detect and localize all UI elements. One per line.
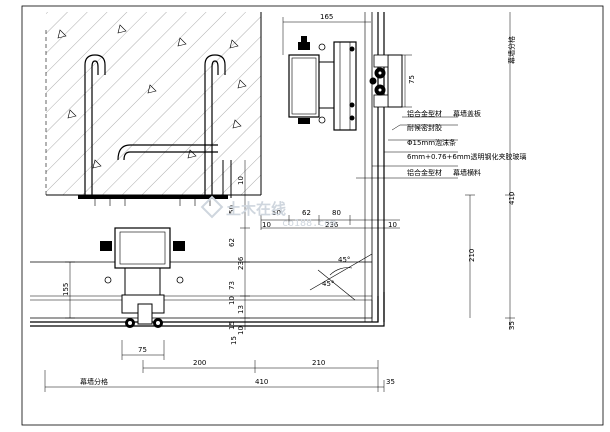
watermark-sub: co188.com — [282, 218, 336, 229]
dim-bottom-35: 35 — [386, 378, 395, 386]
watermark-main: 土木在线 — [226, 200, 286, 218]
dim-v-10b: 10 — [228, 296, 236, 305]
dim-v-15: 15 — [228, 321, 236, 330]
annotation-sealant: 耐候密封胶 — [407, 123, 442, 132]
dim-bottom-75: 75 — [138, 346, 147, 354]
anchor-bars — [84, 54, 226, 195]
watermark: 土木在线 co188.com — [200, 195, 336, 229]
dim-right-210: 210 — [468, 249, 476, 262]
dimension-lines — [44, 12, 515, 392]
annotation-foam-rod: Φ15mm泡沫条 — [407, 138, 456, 147]
dim-right-410: 410 — [508, 192, 516, 205]
dim-v-50: 50 — [228, 205, 236, 214]
dim-h-236: 236 — [325, 221, 339, 229]
drawing-frame — [21, 5, 604, 426]
dim-h-10a: 10 — [262, 221, 271, 229]
dim-top-165: 165 — [320, 13, 333, 21]
dim-v-10c: 10 — [237, 326, 245, 335]
annotation-alum-profile: 铝合金型材 — [407, 109, 442, 118]
leader-lines — [356, 116, 458, 179]
dim-h-50: 50 — [272, 209, 281, 217]
dim-right-75: 75 — [408, 75, 416, 84]
grid-label-bottom: 幕墙分格 — [80, 377, 108, 386]
annotation-glass: 6mm+0.76+6mm透明钢化夹胶玻璃 — [407, 152, 527, 161]
dim-h-80: 80 — [332, 209, 341, 217]
glazing-vertical — [364, 12, 403, 322]
steel-bracket-top — [288, 36, 357, 131]
dim-h-10b: 10 — [388, 221, 397, 229]
dim-v-73: 73 — [228, 281, 236, 290]
dim-bottom-200: 200 — [193, 359, 206, 367]
annotation-transom: 幕墙横料 — [453, 168, 481, 177]
dim-v-15b: 15 — [230, 336, 238, 345]
grid-label-right: 幕墙分格 — [507, 36, 516, 64]
glass-corner — [30, 253, 385, 327]
dim-v-155: 155 — [62, 283, 70, 296]
dim-h-62: 62 — [302, 209, 311, 217]
steel-bracket-bottom — [100, 227, 185, 328]
dim-bottom-410: 410 — [255, 378, 268, 386]
annotation-alum-profile-2: 铝合金型材 — [407, 168, 442, 177]
dim-bottom-210: 210 — [312, 359, 325, 367]
annotations: 铝合金型材 幕墙盖板 耐候密封胶 Φ15mm泡沫条 6mm+0.76+6mm透明… — [407, 109, 527, 177]
dimension-texts: 165 75 幕墙分格 410 210 35 50 62 80 10 236 1… — [62, 13, 516, 386]
dim-v-62: 62 — [228, 238, 236, 247]
dim-v-10: 10 — [237, 176, 245, 185]
dim-v-236: 236 — [237, 256, 245, 270]
concrete-wall — [45, 12, 262, 196]
dim-angle-a: 45° — [322, 280, 334, 288]
dim-angle-b: 45° — [338, 256, 350, 264]
embed-plate — [78, 160, 232, 206]
annotation-cover-plate: 幕墙盖板 — [453, 109, 481, 118]
dim-right-35: 35 — [508, 321, 516, 330]
dim-v-13: 13 — [237, 305, 245, 314]
